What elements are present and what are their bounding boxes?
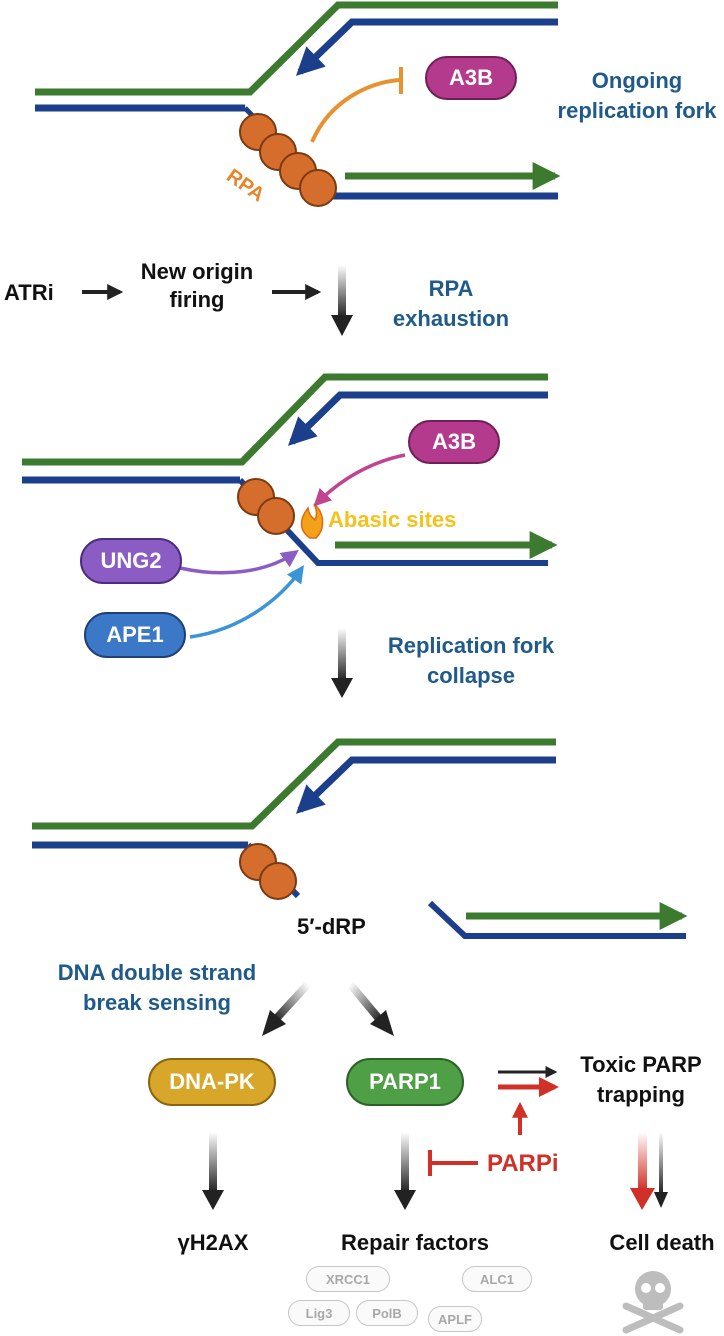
toxic-trapping-line2: trapping xyxy=(597,1082,685,1107)
a3b-pill-1: A3B xyxy=(425,56,517,100)
arrow-to-h2ax xyxy=(202,1190,224,1210)
fork-panel-3 xyxy=(32,738,688,939)
abasic-sites-label: Abasic sites xyxy=(328,507,457,532)
parp1-label: PARP1 xyxy=(369,1069,441,1094)
rpa-cluster xyxy=(239,113,337,207)
ung2-label: UNG2 xyxy=(100,548,162,573)
arrow-to-death-red xyxy=(630,1188,655,1210)
toxic-trapping-line1: Toxic PARP xyxy=(580,1052,702,1077)
arrow-to-parp1 xyxy=(370,1010,394,1036)
fork-collapse-label: Replication fork collapse xyxy=(388,631,554,691)
dnapk-pill: DNA-PK xyxy=(148,1058,276,1106)
five-drp-label: 5′-dRP xyxy=(297,914,366,939)
rpa-exhaustion-line2: exhaustion xyxy=(392,306,510,331)
factor-polb: PolB xyxy=(356,1300,418,1326)
arrow-down-2 xyxy=(331,678,353,698)
atri-label: ATRi xyxy=(4,280,54,305)
a3b-label-2: A3B xyxy=(431,429,476,454)
dsb-sensing-label: DNA double strand break sensing xyxy=(58,958,256,1018)
a3b-label-1: A3B xyxy=(448,65,493,90)
parental-strand-green xyxy=(35,1,558,96)
dsb-sensing-line1: DNA double strand xyxy=(57,960,257,985)
new-origin-label: New origin firing xyxy=(141,258,253,314)
factor-alc1: ALC1 xyxy=(462,1266,532,1292)
dnapk-label: DNA-PK xyxy=(169,1069,255,1094)
parpi-label: PARPi xyxy=(487,1150,559,1177)
factor-lig3: Lig3 xyxy=(288,1300,350,1326)
flame-icon xyxy=(300,503,324,539)
h2ax-label: γH2AX xyxy=(177,1230,249,1255)
ongoing-fork-label: Ongoing replication fork xyxy=(558,66,717,126)
fork-panel-1 xyxy=(35,1,561,207)
a3b-pill-2: A3B xyxy=(408,420,500,464)
new-origin-line2: firing xyxy=(169,287,225,312)
arrow-to-death-black xyxy=(654,1192,668,1208)
skull-crossbones-icon xyxy=(622,1271,684,1334)
arrow-to-repair xyxy=(394,1190,416,1210)
ape1-pill: APE1 xyxy=(84,612,186,658)
repair-factors-label: Repair factors xyxy=(341,1230,489,1255)
factor-xrcc1: XRCC1 xyxy=(306,1266,390,1292)
new-origin-line1: New origin xyxy=(140,259,254,284)
parp1-pill: PARP1 xyxy=(346,1058,464,1106)
ongoing-fork-line2: replication fork xyxy=(557,98,717,123)
rpa-exhaustion-line1: RPA xyxy=(428,276,474,301)
rpa-exhaustion-label: RPA exhaustion xyxy=(393,274,509,334)
fork-panel-2 xyxy=(22,373,558,639)
lagging-strand xyxy=(295,18,558,76)
cell-death-label: Cell death xyxy=(609,1230,715,1255)
ung2-pill: UNG2 xyxy=(80,538,182,584)
dsb-sensing-line2: break sensing xyxy=(83,990,231,1015)
arrow-to-dnapk xyxy=(262,1010,286,1036)
ongoing-fork-line1: Ongoing xyxy=(591,68,683,93)
inhibition-arrow xyxy=(310,78,401,143)
fork-collapse-line1: Replication fork xyxy=(387,633,555,658)
fork-collapse-line2: collapse xyxy=(426,663,516,688)
toxic-trapping-label: Toxic PARP trapping xyxy=(580,1050,701,1110)
ape1-label: APE1 xyxy=(106,622,164,647)
factor-aplf: APLF xyxy=(428,1306,482,1332)
arrow-down-1 xyxy=(331,315,353,336)
